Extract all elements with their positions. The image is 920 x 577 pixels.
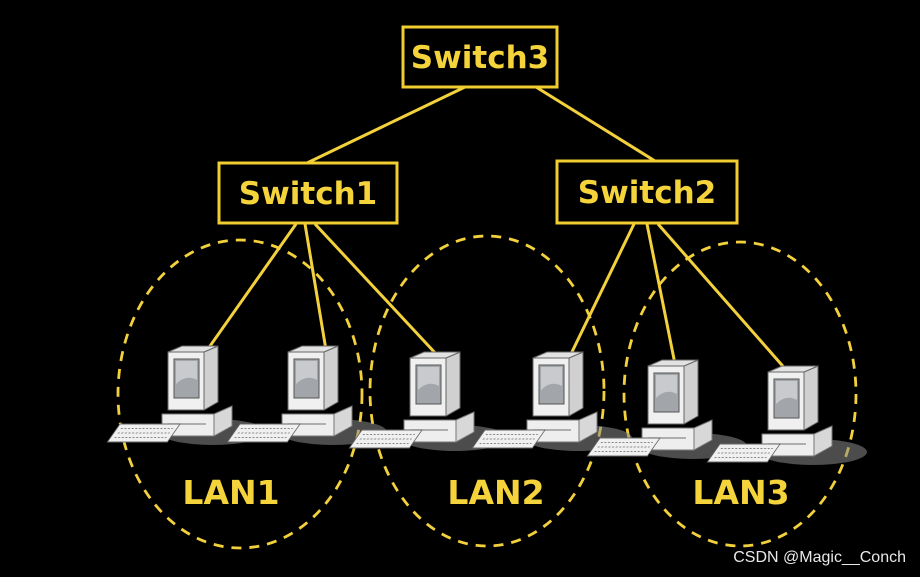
lan1-label: LAN1: [182, 473, 279, 512]
links: [201, 85, 790, 373]
switch3-box: [401, 25, 559, 89]
link-switch2-pc4: [568, 223, 636, 357]
link-switch1-pc2: [303, 223, 329, 357]
switch2-box: [555, 159, 739, 225]
switch1-label: Switch1: [239, 176, 377, 212]
lan2-label: LAN2: [447, 473, 544, 512]
desktop-computer-icon: [706, 365, 868, 466]
link-switch3-switch2: [535, 85, 656, 163]
watermark-text: CSDN @Magic__Conch: [733, 549, 906, 566]
link-switch2-pc6: [656, 223, 790, 373]
link-switch2-pc5: [645, 223, 677, 365]
lan3-label: LAN3: [692, 473, 789, 512]
link-switch1-pc1: [201, 223, 298, 357]
lan1-boundary: [116, 238, 364, 550]
switch3-label: Switch3: [411, 40, 549, 76]
link-switch1-pc3: [313, 222, 440, 358]
lan2-boundary: [368, 234, 606, 548]
switch1-box: [217, 161, 399, 225]
desktop-computer-icon: [471, 351, 633, 452]
link-switch3-switch1: [306, 85, 466, 165]
lan3-boundary: [622, 240, 858, 548]
switch2-label: Switch2: [578, 175, 716, 211]
